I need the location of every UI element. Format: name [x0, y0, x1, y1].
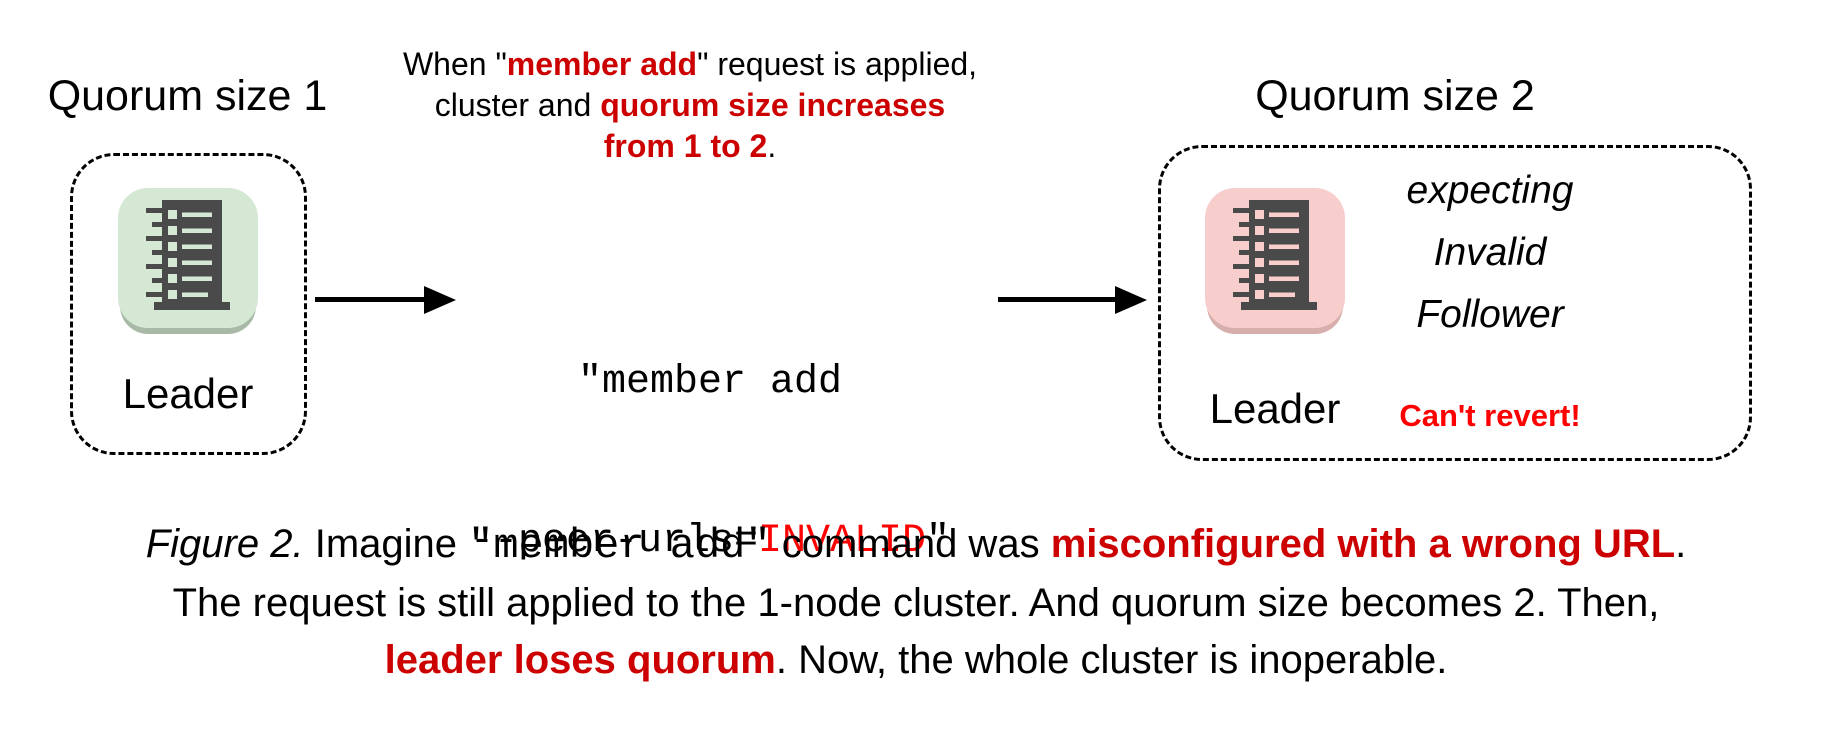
command-line-2: --peer-urls=INVALID"	[469, 519, 951, 564]
right-cluster-title: Quorum size 2	[1255, 72, 1535, 120]
arrow-right-icon	[998, 297, 1116, 302]
command-text: "member add --peer-urls=INVALID"	[420, 250, 1000, 674]
right-leader-label: Leader	[1209, 385, 1341, 432]
status-line-3: Follower	[1416, 293, 1564, 336]
command-line-1: "member add	[577, 360, 843, 405]
status-line-1: expecting	[1406, 169, 1574, 212]
cant-revert-warning: Can't revert!	[1399, 398, 1581, 433]
caption-line-1: Figure 2. Imagine "member add" command w…	[145, 522, 1687, 570]
expecting-follower-text: expecting Invalid Follower	[1330, 160, 1650, 346]
figure-caption: Figure 2. Imagine "member add" command w…	[0, 516, 1832, 689]
status-line-2: Invalid	[1433, 231, 1547, 274]
left-leader-label: Leader	[122, 370, 254, 417]
arrow-right-icon	[315, 297, 425, 302]
etcd-node-icon	[118, 188, 258, 328]
caption-line-3: leader loses quorum. Now, the whole clus…	[384, 638, 1448, 682]
etcd-node-icon	[1205, 188, 1345, 328]
annotation-line-1: When "member add" request is applied,	[402, 46, 978, 82]
annotation-line-3: from 1 to 2.	[603, 128, 777, 164]
annotation-text: When "member add" request is applied, cl…	[370, 44, 1010, 167]
left-cluster-title: Quorum size 1	[47, 72, 328, 120]
caption-line-2: The request is still applied to the 1-no…	[172, 581, 1660, 625]
annotation-line-2: cluster and quorum size increases	[434, 87, 946, 123]
